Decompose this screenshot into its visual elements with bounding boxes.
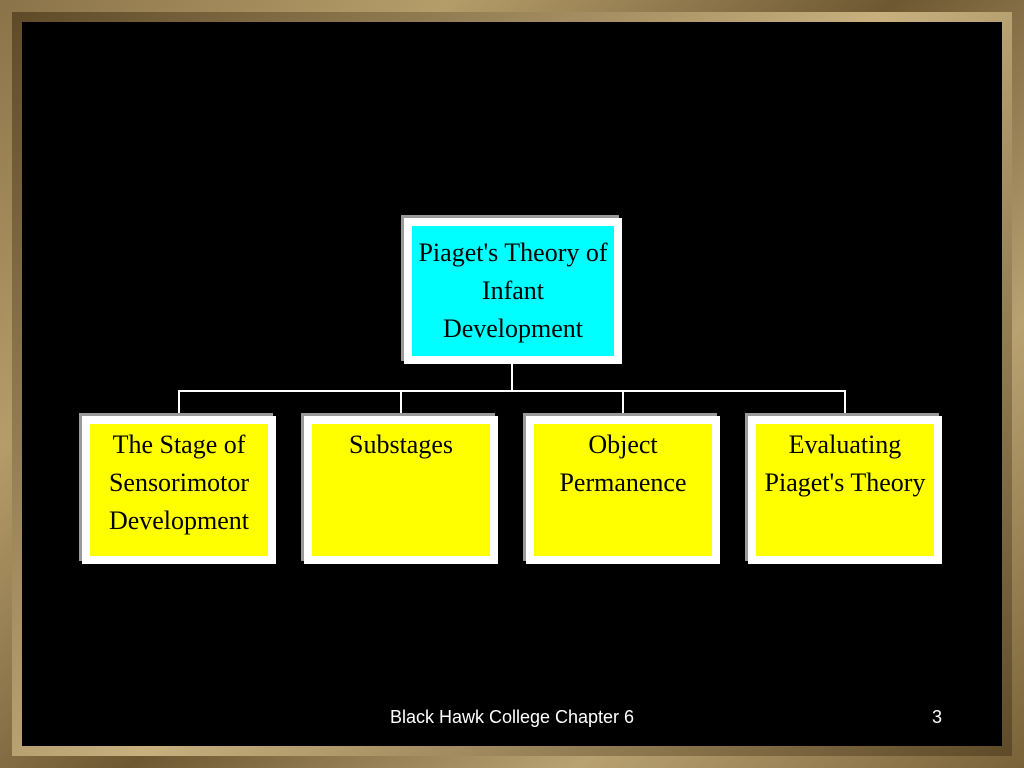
- connector-child-1: [178, 390, 180, 417]
- child-node-label: Substages: [312, 424, 490, 556]
- root-node-label: Piaget's Theory of Infant Development: [412, 226, 614, 356]
- slide: Piaget's Theory of Infant Development Th…: [22, 22, 1002, 746]
- page-number: 3: [931, 707, 942, 727]
- child-node-label: The Stage of Sensorimotor Development: [90, 424, 268, 556]
- connector-child-2: [400, 390, 402, 417]
- root-node: Piaget's Theory of Infant Development: [404, 218, 622, 364]
- child-node-evaluating: Evaluating Piaget's Theory: [748, 416, 942, 564]
- child-node-label: Object Permanence: [534, 424, 712, 556]
- child-node-substages: Substages: [304, 416, 498, 564]
- child-node-object-permanence: Object Permanence: [526, 416, 720, 564]
- connector-horizontal: [178, 390, 846, 392]
- connector-child-3: [622, 390, 624, 417]
- child-node-label: Evaluating Piaget's Theory: [756, 424, 934, 556]
- connector-child-4: [844, 390, 846, 417]
- child-node-sensorimotor: The Stage of Sensorimotor Development: [82, 416, 276, 564]
- footer-text: Black Hawk College Chapter 6: [389, 707, 635, 727]
- connector-root-stem: [511, 362, 513, 392]
